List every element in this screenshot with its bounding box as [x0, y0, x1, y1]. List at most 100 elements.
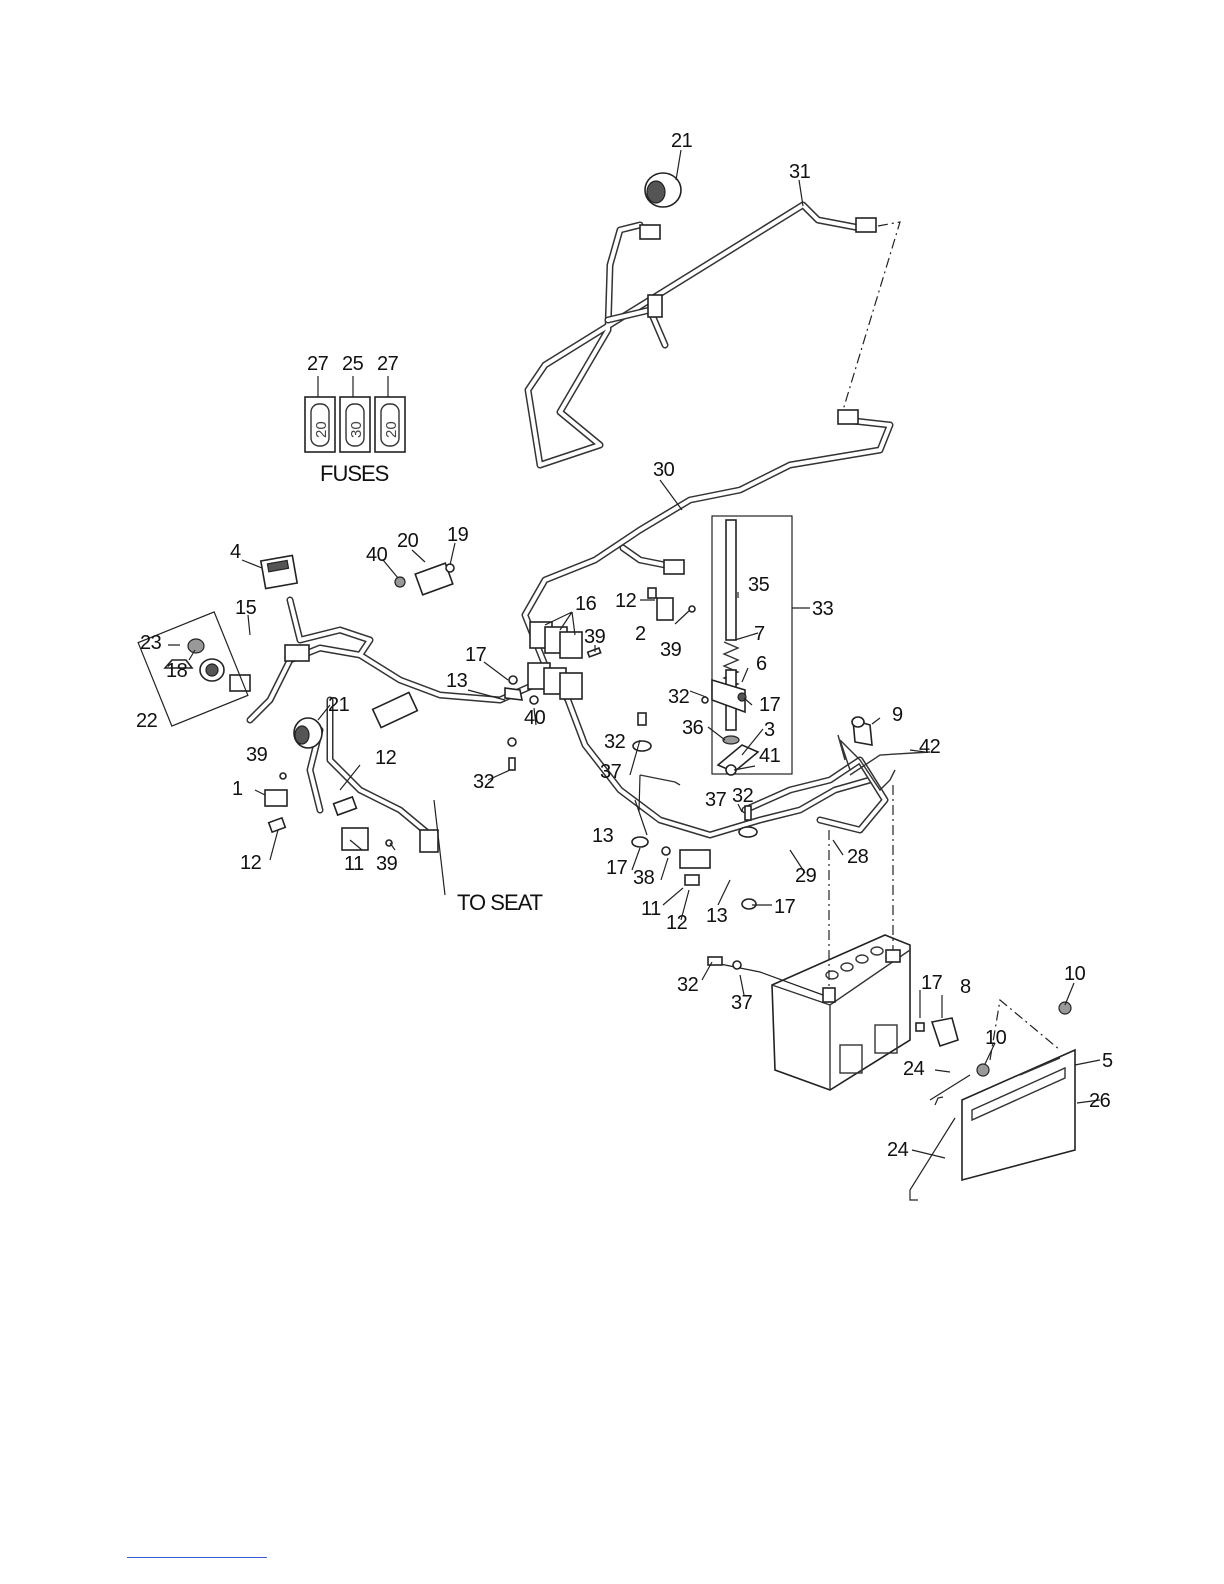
harness-connector: [648, 295, 662, 317]
bracket: [334, 797, 357, 815]
callout: 39: [660, 639, 682, 661]
callout: 1: [232, 778, 243, 800]
callout: 38: [633, 867, 655, 889]
callout: 41: [759, 745, 781, 767]
nut: [395, 577, 405, 587]
callout: 30: [653, 459, 675, 481]
fuse-group: 20 30 20 FUSES: [305, 376, 405, 486]
callout: 24: [887, 1139, 909, 1161]
battery: [772, 935, 910, 1090]
callout: 25: [342, 353, 364, 375]
screw: [745, 806, 751, 820]
callout: 42: [919, 736, 941, 758]
callout: 17: [465, 644, 487, 666]
pin: [726, 520, 736, 640]
washer: [632, 837, 648, 847]
callout: 19: [447, 524, 469, 546]
bracket: [685, 875, 699, 885]
to-seat-label: TO SEAT: [457, 890, 543, 915]
screw: [702, 697, 708, 703]
callout: 31: [789, 161, 811, 183]
callout: 3: [764, 719, 775, 741]
callout: 39: [584, 626, 606, 648]
callout: 29: [795, 865, 817, 887]
fuse: 30: [340, 397, 370, 452]
callout: 10: [985, 1027, 1007, 1049]
harness-connector: [640, 225, 660, 239]
harness-connector: [838, 410, 858, 424]
callout: 36: [682, 717, 704, 739]
harness-connector: [664, 560, 684, 574]
callout: 15: [235, 597, 257, 619]
callout: 13: [706, 905, 728, 927]
callout: 17: [606, 857, 628, 879]
callout: 28: [847, 846, 869, 868]
washer: [508, 738, 516, 746]
fuses-caption: FUSES: [320, 461, 389, 486]
callout: 6: [756, 653, 767, 675]
callout: 17: [759, 694, 781, 716]
callout: 17: [774, 896, 796, 918]
callout: 33: [812, 598, 834, 620]
fuse: 20: [375, 397, 405, 452]
seat-connector: [420, 830, 438, 852]
callout: 39: [246, 744, 268, 766]
callout: 24: [903, 1058, 925, 1080]
fuse: 20: [305, 397, 335, 452]
screw: [638, 713, 646, 725]
callout: 20: [397, 530, 419, 552]
callout: 37: [600, 761, 622, 783]
callout: 21: [328, 694, 350, 716]
washer: [739, 827, 757, 837]
clip: [648, 588, 656, 598]
callout: 2: [635, 623, 646, 645]
callout: 32: [604, 731, 626, 753]
fuse-rating: 30: [348, 421, 365, 438]
callout: 27: [307, 353, 329, 375]
callout: 17: [921, 972, 943, 994]
bracket: [269, 818, 286, 832]
callout: 13: [446, 670, 468, 692]
callout: 23: [140, 632, 162, 654]
washer: [723, 736, 739, 744]
callout: 37: [705, 789, 727, 811]
callout: 13: [592, 825, 614, 847]
callout: 7: [754, 623, 765, 645]
relay: [342, 828, 368, 850]
screw: [662, 847, 670, 855]
screw: [446, 564, 454, 572]
callout: 12: [375, 747, 397, 769]
screw: [509, 758, 515, 770]
callout: 18: [166, 660, 188, 682]
callout: 40: [524, 707, 546, 729]
screw: [689, 606, 695, 612]
terminal-cover: [932, 1018, 958, 1046]
callout: 32: [668, 686, 690, 708]
relay: [265, 790, 287, 806]
bolt: [708, 957, 722, 965]
callout: 32: [677, 974, 699, 996]
callout: 9: [892, 704, 903, 726]
ignition-group-box: [138, 612, 248, 726]
upper-harness: [528, 173, 876, 465]
callout: 21: [671, 130, 693, 152]
footer-rule: [127, 1557, 267, 1558]
callout: 40: [366, 544, 388, 566]
hold-down-rod: [910, 1118, 955, 1200]
callout: 4: [230, 541, 241, 563]
callout: 32: [473, 771, 495, 793]
washer: [733, 961, 741, 969]
callout: 35: [748, 574, 770, 596]
washer: [633, 741, 651, 751]
callout: 39: [376, 853, 398, 875]
harness-connector: [285, 645, 309, 661]
callout: 37: [731, 992, 753, 1014]
screw: [280, 773, 286, 779]
switch: [657, 598, 673, 620]
callout: 26: [1089, 1090, 1111, 1112]
callout: 11: [344, 853, 364, 875]
nut: [916, 1023, 924, 1031]
assembly-box: [712, 516, 792, 774]
wing-nut: [977, 1064, 989, 1076]
